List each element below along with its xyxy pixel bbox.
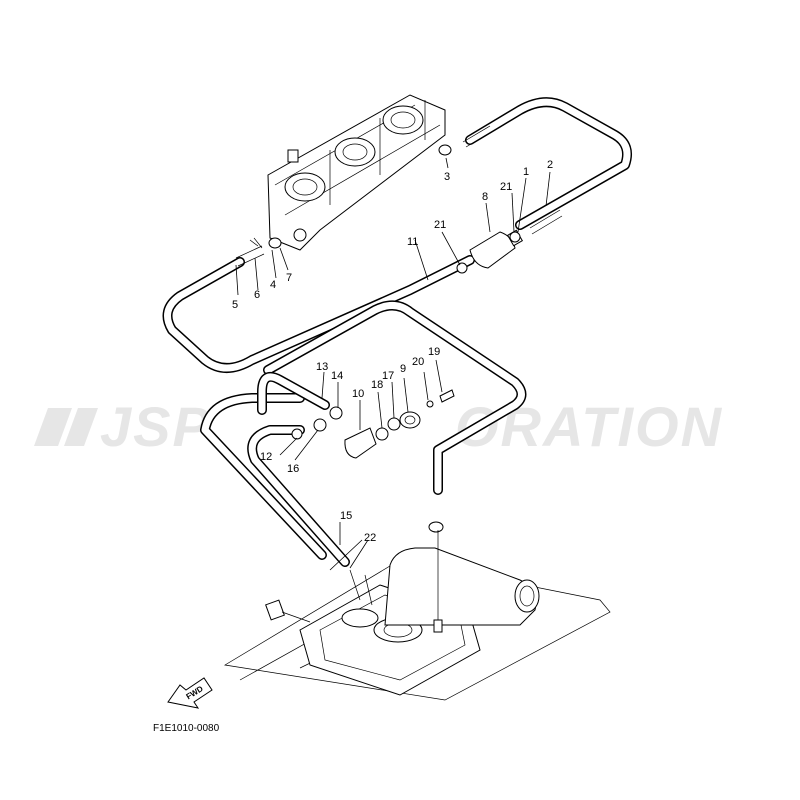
callout-22: 22 <box>364 532 376 544</box>
fwd-arrow-icon <box>167 677 213 709</box>
watermark-left: JSP <box>100 395 212 458</box>
callout-8: 8 <box>482 191 488 203</box>
callout-15: 15 <box>340 510 352 522</box>
callout-20: 20 <box>412 356 424 368</box>
clamps <box>249 144 521 274</box>
clamp-lower <box>428 521 444 533</box>
watermark: JSP ORATION <box>34 395 723 458</box>
callouts: 1 2 3 4 5 6 7 8 9 10 11 12 13 14 15 16 1… <box>232 159 553 544</box>
fuel-hose-upper-loop <box>162 97 632 373</box>
callout-21b: 21 <box>500 181 512 193</box>
fuel-hose-lower-loop <box>263 300 527 495</box>
watermark-logo-icon <box>34 408 98 446</box>
figure-code: F1E1010-0080 <box>153 723 220 734</box>
fuel-tank <box>223 530 611 701</box>
callout-9: 9 <box>400 363 406 375</box>
fuel-valve-assembly <box>291 389 455 459</box>
callout-7: 7 <box>286 272 292 284</box>
callout-13: 13 <box>316 361 328 373</box>
callout-2: 2 <box>547 159 553 171</box>
callout-12: 12 <box>260 451 272 463</box>
callout-18: 18 <box>371 379 383 391</box>
callout-14: 14 <box>331 370 343 382</box>
watermark-right: ORATION <box>455 395 723 458</box>
callout-19: 19 <box>428 346 440 358</box>
callout-21a: 21 <box>434 219 446 231</box>
callout-5: 5 <box>232 299 238 311</box>
callout-4: 4 <box>270 279 276 291</box>
callout-17: 17 <box>382 370 394 382</box>
callout-6: 6 <box>254 289 260 301</box>
carburetor-assembly <box>267 94 446 251</box>
leader-lines <box>235 157 551 571</box>
fwd-arrow: FWD <box>167 677 213 709</box>
callout-16: 16 <box>287 463 299 475</box>
callout-10: 10 <box>352 388 364 400</box>
callout-3: 3 <box>444 171 450 183</box>
callout-11: 11 <box>407 236 418 248</box>
callout-1: 1 <box>523 166 529 178</box>
fuel-hoses-to-tank <box>200 372 350 567</box>
